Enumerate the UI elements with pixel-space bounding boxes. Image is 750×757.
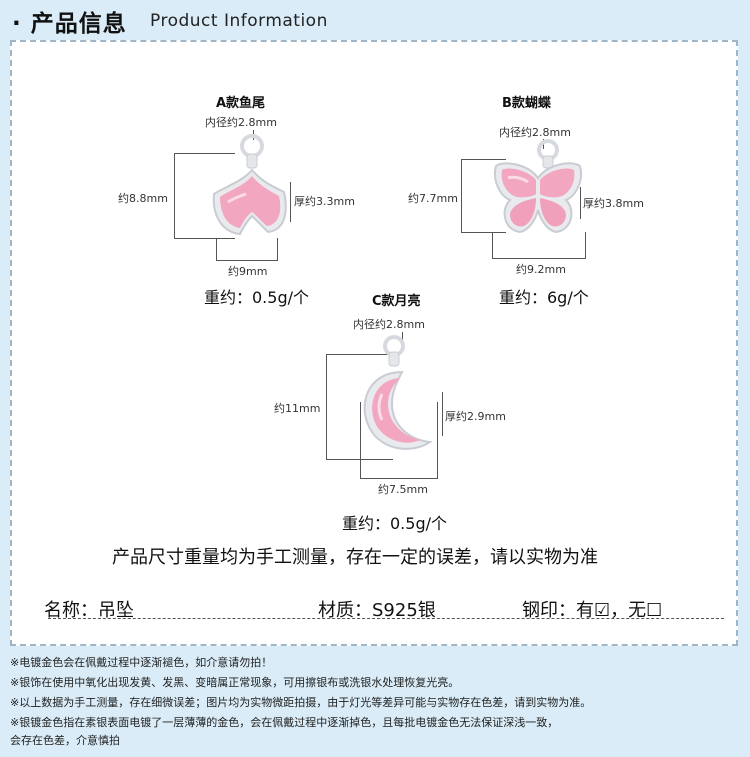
item-b-thickness-line — [568, 187, 581, 219]
item-b-weight: 重约：6g/个 — [499, 288, 589, 307]
item-c-inner: 内径约2.8mm — [353, 318, 425, 331]
item-b-width-bracket — [492, 232, 586, 259]
item-b-thickness: 厚约3.8mm — [583, 197, 644, 210]
item-a-width: 约9mm — [228, 265, 268, 278]
section-header: · 产品信息 Product Information — [0, 0, 750, 42]
item-c-height-bracket — [326, 354, 393, 460]
item-a-width-bracket — [216, 238, 278, 261]
dashed-divider — [48, 618, 724, 619]
item-a-thickness: 厚约3.3mm — [294, 195, 355, 208]
spec-material: 材质：S925银 — [318, 600, 436, 621]
note-5: 会存在色差，介意慎拍 — [10, 734, 120, 747]
item-b-inner: 内径约2.8mm — [499, 126, 571, 139]
item-c-height: 约11mm — [274, 402, 321, 415]
product-info-card: A款鱼尾 内径约2.8mm 约8.8mm 厚约3.3mm 约9mm 重约：0.5… — [10, 40, 738, 646]
item-c-thickness: 厚约2.9mm — [445, 410, 506, 423]
spec-stamp: 钢印：有☑，无☐ — [522, 600, 663, 621]
item-c-width-bracket — [360, 402, 438, 479]
item-a-weight: 重约：0.5g/个 — [204, 288, 309, 307]
item-b-height: 约7.7mm — [408, 192, 458, 205]
section-subtitle: Product Information — [150, 11, 328, 31]
note-2: ※银饰在使用中氧化出现发黄、发黑、变暗属正常现象，可用擦银布或洗银水处理恢复光亮… — [10, 676, 460, 689]
note-3: ※以上数据为手工测量，存在细微误差；图片均为实物微距拍摄，由于灯光等差异可能与实… — [10, 696, 592, 709]
item-a-inner: 内径约2.8mm — [205, 116, 277, 129]
item-a-height-bracket — [174, 153, 235, 239]
measurement-disclaimer: 产品尺寸重量均为手工测量，存在一定的误差，请以实物为准 — [112, 547, 598, 568]
butterfly-pendant-image — [494, 139, 582, 234]
moon-pendant-image — [363, 335, 433, 450]
item-c-inner-line — [402, 332, 403, 340]
item-c-name: C款月亮 — [372, 294, 421, 309]
item-c-weight: 重约：0.5g/个 — [342, 514, 447, 533]
item-b-height-bracket — [461, 159, 506, 233]
item-b-width: 约9.2mm — [516, 263, 566, 276]
item-a-height: 约8.8mm — [118, 192, 168, 205]
note-1: ※电镀金色会在佩戴过程中逐渐褪色，如介意请勿拍！ — [10, 656, 273, 669]
section-title: · 产品信息 — [12, 11, 127, 37]
item-c-width: 约7.5mm — [378, 483, 428, 496]
spec-name: 名称：吊坠 — [44, 600, 134, 621]
item-c-thickness-line — [432, 392, 443, 436]
item-a-thickness-line — [280, 182, 291, 222]
item-b-name: B款蝴蝶 — [502, 96, 551, 111]
item-a-name: A款鱼尾 — [216, 96, 266, 111]
fish-tail-pendant-image — [212, 134, 287, 236]
note-4: ※银镀金色指在素银表面电镀了一层薄薄的金色，会在佩戴过程中逐渐掉色，且每批电镀金… — [10, 716, 559, 729]
